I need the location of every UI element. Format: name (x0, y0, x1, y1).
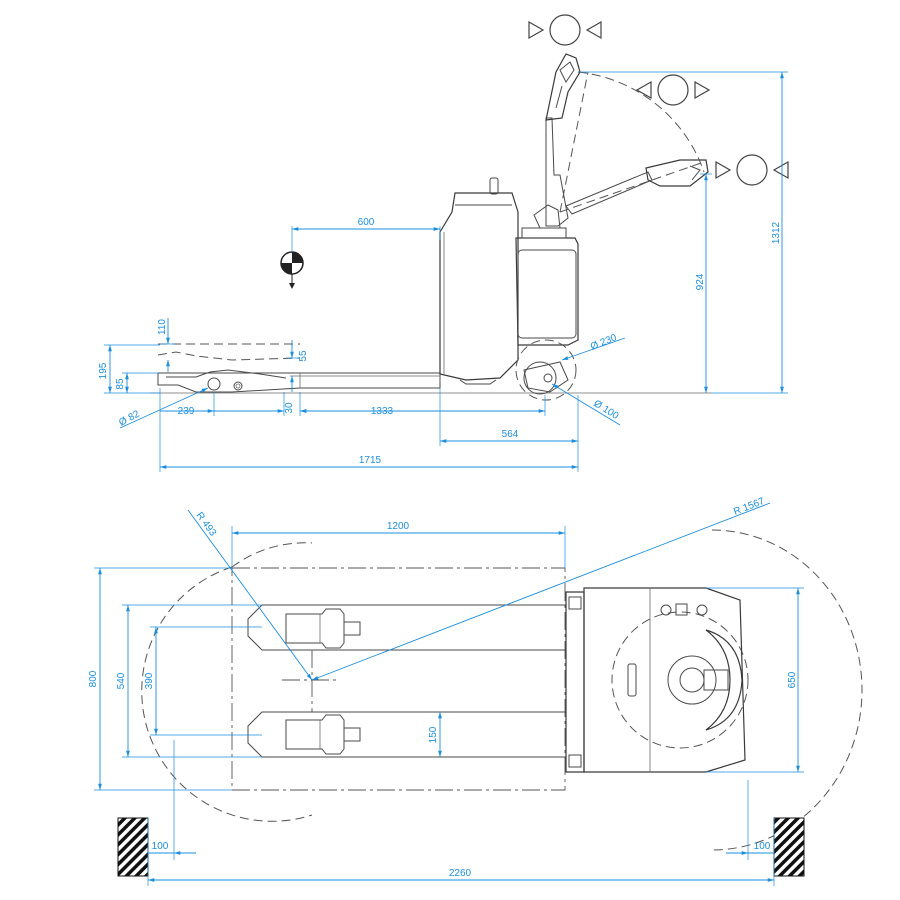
dim-drive-unit-length: 564 (502, 429, 519, 440)
drive-wheel-circle (515, 339, 577, 401)
top-button-2 (675, 603, 688, 616)
top-button-3 (696, 604, 708, 616)
dim-right-clearance: 100 (754, 841, 771, 852)
dim-total-fork-height: 195 (98, 362, 109, 379)
outer-turn-arc (711, 529, 863, 851)
dim-load-center: 600 (358, 217, 375, 228)
drive-zone-icon (635, 74, 711, 106)
dim-roller-position: 239 (178, 406, 195, 417)
side-view: 600 195 85 110 55 Ø 82 239 30 1333 564 1… (98, 14, 789, 472)
top-body (565, 587, 746, 773)
brake-zone-icon (528, 14, 602, 46)
inner-turn-arc (141, 566, 313, 822)
brake-zone-icon-lower (715, 154, 789, 186)
side-forks (157, 343, 441, 393)
dim-tiller-height-max: 1312 (771, 221, 782, 244)
roller-wheel (207, 377, 221, 391)
dim-turn-radius: R 1567 (732, 496, 766, 518)
wall-right (773, 817, 805, 877)
tiller-swing-arc (577, 71, 705, 173)
top-handle-slot (627, 663, 637, 697)
drive-turn-circle (611, 611, 749, 749)
dim-roller-diameter: Ø 82 (117, 409, 142, 429)
tiller-head-angled (645, 159, 709, 187)
top-fork-lower (247, 711, 567, 758)
top-view: R 493 1200 R 1567 800 540 390 150 650 10… (88, 496, 863, 886)
dim-tiller-height-min: 924 (695, 273, 706, 290)
dim-fork-clearance: 55 (298, 350, 309, 362)
tiller-head-upright (545, 53, 581, 121)
wall-left (117, 817, 149, 877)
top-button-1 (660, 604, 672, 616)
dim-body-width: 650 (787, 671, 798, 688)
dim-fork-height-lowered: 85 (115, 378, 126, 390)
dim-load-length: 1200 (387, 521, 410, 532)
dim-left-clearance: 100 (152, 841, 169, 852)
dim-fork-length: 1333 (371, 406, 394, 417)
dim-fork-width: 150 (428, 726, 439, 743)
dim-caster-diameter: Ø 100 (591, 398, 620, 422)
dim-fork-thickness: 30 (284, 402, 295, 414)
dim-drive-wheel-diameter: Ø 230 (589, 332, 619, 353)
dim-load-width: 800 (88, 670, 99, 687)
dim-overall-length: 1715 (359, 455, 382, 466)
side-body (439, 177, 519, 385)
dim-aisle-width: 2260 (449, 868, 472, 879)
dim-fork-outer-width: 540 (116, 672, 127, 689)
dim-fork-tip-height: 110 (157, 319, 168, 335)
side-tiller (533, 53, 709, 229)
dim-fork-inner-width: 390 (144, 672, 155, 689)
top-tiller-head (705, 629, 743, 731)
side-drive-unit (515, 227, 579, 401)
gravity-center-icon (280, 251, 304, 289)
pallet-outline (231, 567, 566, 791)
